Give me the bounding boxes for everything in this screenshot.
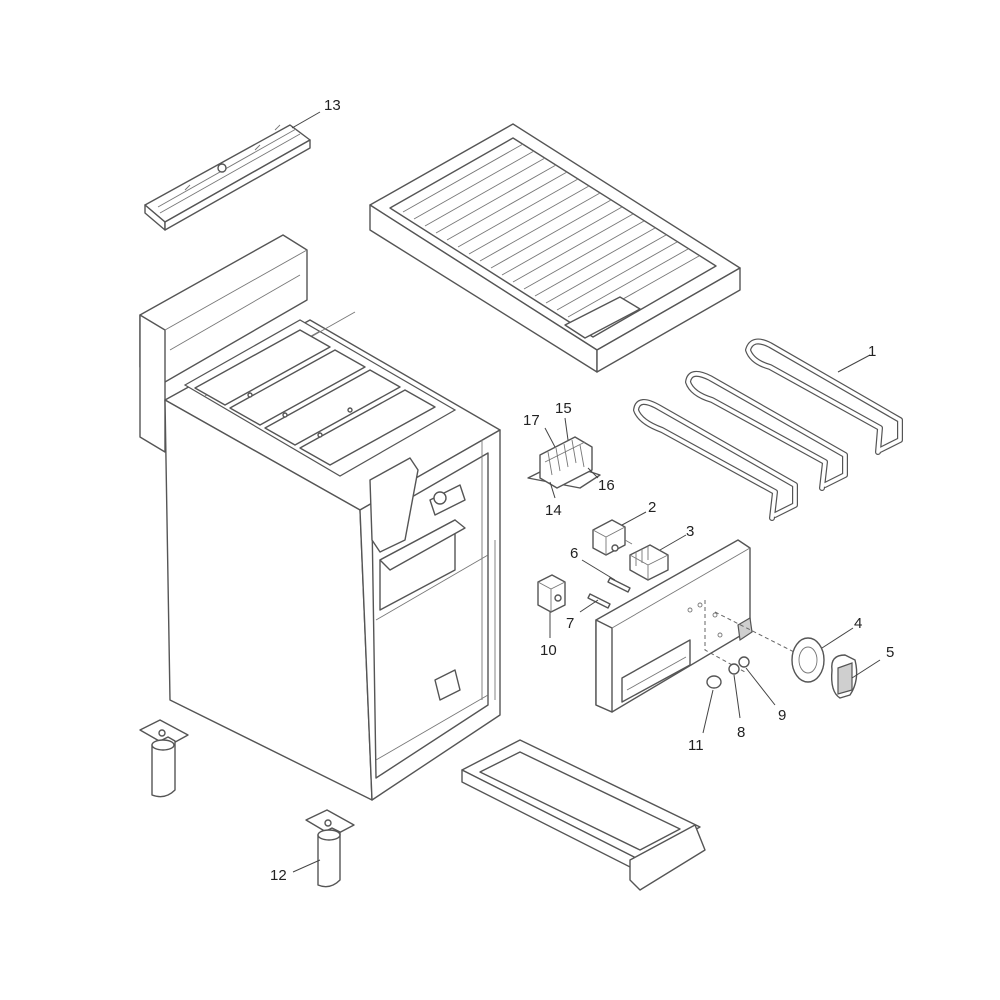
callout-8: 8 bbox=[737, 724, 745, 741]
callout-2: 2 bbox=[648, 499, 656, 516]
grill-plate bbox=[369, 123, 741, 373]
leader-lines bbox=[291, 111, 881, 873]
part-10-timer bbox=[537, 574, 566, 613]
part-11-cap bbox=[706, 675, 722, 689]
part-5-knob bbox=[830, 654, 858, 699]
callout-13: 13 bbox=[324, 97, 341, 114]
callout-17: 17 bbox=[523, 412, 540, 429]
terminal-block bbox=[527, 436, 601, 489]
part-2-thermostat bbox=[592, 519, 633, 556]
part-9-nut bbox=[738, 656, 750, 668]
callout-11: 11 bbox=[688, 737, 704, 754]
control-panel bbox=[595, 539, 801, 713]
callout-16: 16 bbox=[598, 477, 615, 494]
drip-tray bbox=[461, 739, 706, 891]
part-1-heating-elements bbox=[633, 338, 903, 521]
callout-10: 10 bbox=[540, 642, 557, 659]
callout-4: 4 bbox=[854, 615, 862, 632]
callout-labels: 1 2 3 4 5 6 7 8 9 10 11 12 13 14 15 16 1… bbox=[270, 97, 894, 884]
part-8-nut bbox=[728, 663, 740, 675]
part-6-7-indicators bbox=[587, 577, 631, 609]
callout-5: 5 bbox=[886, 644, 894, 661]
part-12-foot-left bbox=[139, 719, 189, 798]
callout-14: 14 bbox=[545, 502, 562, 519]
callout-1: 1 bbox=[868, 343, 876, 360]
callout-9: 9 bbox=[778, 707, 786, 724]
part-12-foot-right bbox=[305, 809, 355, 888]
callout-12: 12 bbox=[270, 867, 287, 884]
callout-7: 7 bbox=[566, 615, 574, 632]
callout-3: 3 bbox=[686, 523, 694, 540]
callout-6: 6 bbox=[570, 545, 578, 562]
part-4-bezel bbox=[791, 637, 825, 683]
part-13-bracket bbox=[144, 124, 311, 231]
cabinet-body bbox=[139, 234, 501, 801]
callout-15: 15 bbox=[555, 400, 572, 417]
part-3-switch bbox=[629, 544, 669, 581]
